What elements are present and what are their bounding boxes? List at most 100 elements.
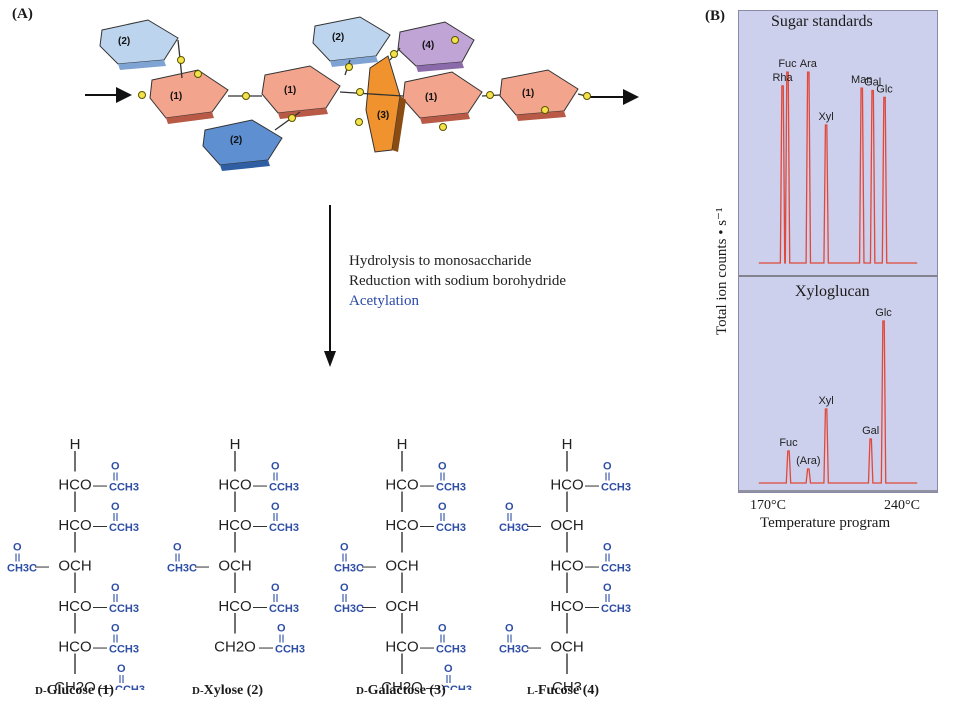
ring-label-2c: (2) — [230, 135, 242, 146]
carbon-group-h: H — [562, 436, 573, 453]
carbonyl-oxygen: O — [111, 461, 120, 473]
step-acetylation: Acetylation — [349, 293, 419, 309]
acetyl-group: CCH3 — [436, 482, 466, 494]
acetyl-group: CCH3 — [109, 644, 139, 656]
carbonyl-oxygen: O — [340, 582, 349, 594]
bond-dash: — — [420, 517, 434, 533]
carbon-group-och: OCH — [385, 558, 418, 575]
acetyl-group: CH3C — [499, 522, 529, 534]
carbonyl-oxygen: O — [117, 663, 126, 675]
sugar-name-galactose: D-Galactose (3) — [356, 683, 446, 698]
carbonyl-oxygen: O — [111, 582, 120, 594]
xyloglucan-structure: (1) (1) (1) (1) (2) (2) (2) (3) (4) — [85, 16, 639, 171]
xylose-ring-2a — [99, 19, 179, 70]
carbon-group-och: OCH — [385, 598, 418, 615]
bond-dash: — — [585, 477, 599, 493]
reaction-arrow — [324, 205, 336, 367]
ring-label-2b: (2) — [332, 32, 344, 43]
ring-label-1b: (1) — [284, 85, 296, 96]
ring-label-2a: (2) — [118, 36, 130, 47]
acetyl-group: CCH3 — [109, 603, 139, 615]
bond-dash: — — [585, 558, 599, 574]
carbonyl-oxygen: O — [13, 542, 22, 554]
carbonyl-oxygen: O — [438, 501, 447, 513]
bond-dash: — — [362, 598, 376, 614]
carbonyl-oxygen: O — [505, 501, 514, 513]
acetyl-group: CCH3 — [269, 482, 299, 494]
x-tick-end: 240°C — [884, 498, 920, 513]
bond-dash: — — [195, 558, 209, 574]
peak-label-fuc: Fuc — [778, 58, 797, 70]
carbon-group-hco: HCO — [218, 598, 251, 615]
sugar-name-xylose: D-Xylose (2) — [192, 683, 264, 698]
peak-label-ara: (Ara) — [796, 455, 820, 467]
peak-label-xyl: Xyl — [818, 395, 833, 407]
carbon-group-hco: HCO — [385, 639, 418, 656]
carbon-group-h: H — [70, 436, 81, 453]
carbon-group-hco: HCO — [550, 598, 583, 615]
trace-sugar-standards — [758, 71, 918, 264]
bond-dash: — — [93, 477, 107, 493]
peak-label-fuc: Fuc — [779, 437, 798, 449]
acetyl-group: CH3C — [334, 563, 364, 575]
acetyl-group: CCH3 — [436, 522, 466, 534]
chart-title-xyloglucan: Xyloglucan — [795, 283, 870, 300]
carbon-group-h: H — [230, 436, 241, 453]
ring-label-1a: (1) — [170, 91, 182, 102]
acetyl-group: CCH3 — [275, 644, 305, 656]
carbon-group-hco: HCO — [550, 477, 583, 494]
bond-dash: — — [253, 598, 267, 614]
carbonyl-oxygen: O — [505, 623, 514, 635]
carbonyl-oxygen: O — [438, 461, 447, 473]
acetyl-group: CCH3 — [115, 684, 145, 690]
carbon-group-och: OCH — [58, 558, 91, 575]
acetyl-group: CCH3 — [269, 603, 299, 615]
carbon-group-hco: HCO — [385, 477, 418, 494]
carbonyl-oxygen: O — [111, 501, 120, 513]
bond-dash: — — [426, 679, 440, 690]
bond-dash: — — [585, 598, 599, 614]
bond-dash: — — [420, 477, 434, 493]
y-axis-label: Total ion counts • s⁻¹ — [714, 207, 730, 335]
carbon-group-hco: HCO — [218, 477, 251, 494]
peak-label-ara: Ara — [800, 58, 818, 70]
glucose-ring-1a — [149, 69, 229, 124]
carbonyl-oxygen: O — [111, 623, 120, 635]
carbon-group-hco: HCO — [58, 517, 91, 534]
peak-label-glc: Glc — [875, 307, 892, 319]
peak-label-xyl: Xyl — [818, 111, 833, 123]
bond-dash: — — [420, 639, 434, 655]
acetyl-group: CCH3 — [601, 482, 631, 494]
bond-dash: — — [99, 679, 113, 690]
trace-xyloglucan — [758, 320, 918, 484]
ring-label-1d: (1) — [522, 88, 534, 99]
bond-dash: — — [253, 477, 267, 493]
acetyl-group: CCH3 — [269, 522, 299, 534]
carbon-group-och: OCH — [218, 558, 251, 575]
bond-dash: — — [362, 558, 376, 574]
bond-dash: — — [259, 639, 273, 655]
carbon-group-hco: HCO — [58, 639, 91, 656]
carbon-group-hco: HCO — [218, 517, 251, 534]
alditol-structure-svg: HHCO—CCH3OHCO—CCH3OOCH—CH3COHCO—CCH3OHCO… — [7, 436, 145, 690]
carbonyl-oxygen: O — [340, 542, 349, 554]
carbon-group-hco: HCO — [550, 558, 583, 575]
carbon-group-ch2o: CH2O — [54, 679, 96, 690]
carbon-group-ch3: CH3 — [552, 679, 582, 690]
panel-b-label: (B) — [705, 8, 725, 24]
acetyl-group: CCH3 — [601, 563, 631, 575]
bond-dash: — — [93, 517, 107, 533]
acetyl-group: CH3C — [7, 563, 37, 575]
carbonyl-oxygen: O — [271, 582, 280, 594]
glucose-ring-1c — [402, 71, 483, 124]
bond-dash: — — [35, 558, 49, 574]
sugar-name-fucose: L-Fucose (4) — [527, 683, 600, 698]
alditol-structure-svg: HHCO—CCH3OOCH—CH3COHCO—CCH3OHCO—CCH3OOCH… — [499, 436, 631, 690]
bond-dash: — — [527, 639, 541, 655]
carbon-group-ch2o: CH2O — [381, 679, 423, 690]
